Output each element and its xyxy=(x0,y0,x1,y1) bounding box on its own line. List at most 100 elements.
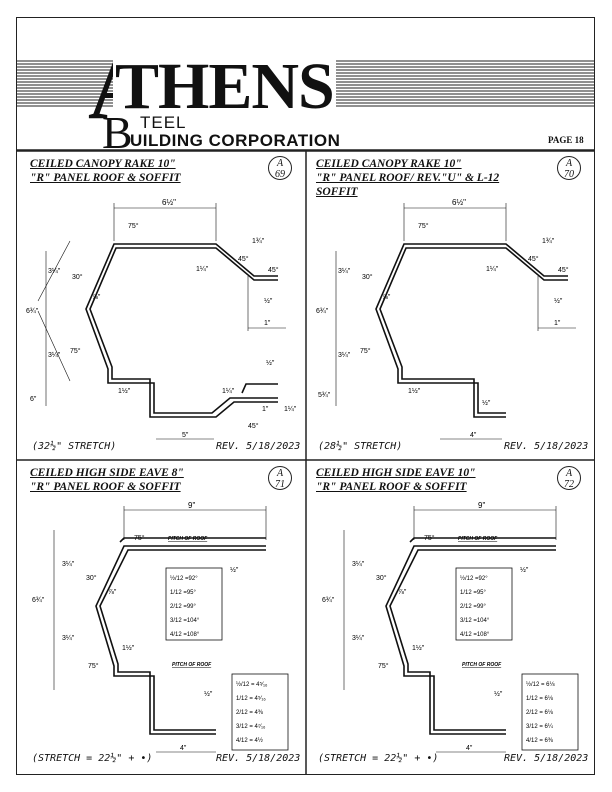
dim-label: 75° xyxy=(424,534,435,542)
dim-label: 4" xyxy=(180,745,187,752)
dim-label: 9" xyxy=(188,501,195,510)
logo-initial-b: B xyxy=(102,107,133,158)
dim-label: 75° xyxy=(128,222,139,230)
header: A THENS B TEEL UILDING CORPORATION xyxy=(16,17,595,156)
table-cell: 3/12 =104° xyxy=(170,618,200,624)
dim-label: 6¾" xyxy=(32,597,45,604)
pitch-label: PITCH OF ROOF xyxy=(168,536,208,542)
dim-label: 30° xyxy=(376,574,387,582)
dim-label: 4" xyxy=(470,432,477,439)
pitch-angle-table xyxy=(165,567,223,641)
pitch-label: PITCH OF ROOF xyxy=(172,662,212,668)
pitch-label: PITCH OF ROOF xyxy=(462,662,502,668)
dim-label: 3¼" xyxy=(352,561,365,568)
dim-label: 30° xyxy=(86,574,97,582)
profile-drawing: 6½" 75° 1¾" 1¼" 45° 45° 3¼" 30° ⅞" 6¾" ½… xyxy=(26,198,297,440)
dim-label: 3¼" xyxy=(352,635,365,642)
dim-label: 45° xyxy=(268,266,279,274)
panel-title-line1: CEILED CANOPY RAKE 10" xyxy=(30,158,176,170)
table-cell: 2/12 = 6⅛ xyxy=(526,710,554,716)
dim-label: 1¼" xyxy=(222,388,235,395)
table-cell: 1/12 = 6⅛ xyxy=(526,696,554,702)
dim-label: 5" xyxy=(182,432,189,439)
dim-label: 45° xyxy=(558,266,569,274)
dim-label: ½" xyxy=(266,359,275,367)
dim-label: 1½" xyxy=(408,387,421,395)
dim-label: 4" xyxy=(466,745,473,752)
logo-wordmark: THENS xyxy=(113,50,336,123)
dim-label: 6½" xyxy=(452,198,466,207)
dim-label: 1¼" xyxy=(284,406,297,413)
dim-label: 1¾" xyxy=(542,238,555,245)
dim-label: 75° xyxy=(378,662,389,670)
revision-date: REV. 5/18/2023 xyxy=(216,441,301,452)
dim-label: 1½" xyxy=(118,387,131,395)
panel-title-line2: "R" PANEL ROOF/ REV."U" & L-12 xyxy=(316,172,500,184)
panel-a70: CEILED CANOPY RAKE 10" "R" PANEL ROOF/ R… xyxy=(306,151,595,460)
panel-a69: CEILED CANOPY RAKE 10" "R" PANEL ROOF & … xyxy=(16,151,306,460)
dim-label: 1¼" xyxy=(486,266,499,273)
pitch-length-table xyxy=(231,673,289,751)
table-cell: 4/12 = 4½ xyxy=(236,737,263,744)
dim-label: 6¾" xyxy=(26,308,39,315)
dim-label: ⅞" xyxy=(108,589,117,596)
dim-label: 3¼" xyxy=(48,268,61,275)
panel-title-line3: SOFFIT xyxy=(316,186,358,198)
dim-label: 1" xyxy=(554,320,561,327)
profile-drawing: 9" 75° 3¼" ½" 30° ⅞" 6¾" 1½" 3¼" 75° ½" … xyxy=(32,501,289,753)
dim-label: 6¾" xyxy=(322,597,335,604)
logo-building-corporation: UILDING CORPORATION xyxy=(130,131,341,150)
panel-title-line2: "R" PANEL ROOF & SOFFIT xyxy=(30,172,181,184)
dim-label: ½" xyxy=(520,566,529,574)
dim-label: ⅞" xyxy=(92,294,101,301)
dim-label: ½" xyxy=(204,690,213,698)
table-cell: 1/12 = 4⁵⁄₁₆ xyxy=(236,695,266,702)
dim-label: 3¼" xyxy=(338,268,351,275)
panel-a72: CEILED HIGH SIDE EAVE 10" "R" PANEL ROOF… xyxy=(306,460,595,775)
dim-label: 75° xyxy=(360,347,371,355)
revision-date: REV. 5/18/2023 xyxy=(504,441,589,452)
dim-label: 5¾" xyxy=(318,392,331,399)
stretch-note: (STRETCH = 22½" + •) xyxy=(32,753,153,764)
logo-steel: TEEL xyxy=(140,113,187,132)
pitch-length-table xyxy=(521,673,579,751)
table-cell: 1/12 =95° xyxy=(170,590,197,596)
dim-label: 9" xyxy=(478,501,485,510)
dim-label: ½" xyxy=(554,297,563,305)
dim-label: 6½" xyxy=(162,198,176,207)
dim-label: 1½" xyxy=(122,644,135,652)
dim-label: 6¾" xyxy=(316,308,329,315)
profile-drawing: 9" 75° 3¼" ½" 30° ⅞" 6¾" 1½" 3¼" 75° ½" … xyxy=(322,501,579,753)
table-cell: ½/12 = 4⁵⁄₁₆ xyxy=(236,681,268,688)
dim-label: 45° xyxy=(238,255,249,263)
table-cell: 3/12 =104° xyxy=(460,618,490,624)
table-cell: 2/12 =99° xyxy=(170,604,197,610)
revision-date: REV. 5/18/2023 xyxy=(216,753,301,764)
table-cell: 4/12 =108° xyxy=(460,632,490,638)
dim-label: ⅞" xyxy=(398,589,407,596)
table-cell: 4/12 = 6⅜ xyxy=(526,738,554,744)
pitch-angle-table xyxy=(455,567,513,641)
page-number: PAGE 18 xyxy=(548,135,584,145)
dim-label: ½" xyxy=(482,399,491,407)
table-cell: ½/12 =92° xyxy=(170,575,198,582)
table-cell: 2/12 =99° xyxy=(460,604,487,610)
panel-title-line1: CEILED HIGH SIDE EAVE 8" xyxy=(30,467,184,479)
table-cell: 1/12 =95° xyxy=(460,590,487,596)
dim-label: 75° xyxy=(418,222,429,230)
pitch-label: PITCH OF ROOF xyxy=(458,536,498,542)
dim-label: ½" xyxy=(494,690,503,698)
stretch-note: (STRETCH = 22½" + •) xyxy=(318,753,439,764)
panel-title-line2: "R" PANEL ROOF & SOFFIT xyxy=(316,481,467,493)
dim-label: 30° xyxy=(362,273,373,281)
panel-a71: CEILED HIGH SIDE EAVE 8" "R" PANEL ROOF … xyxy=(16,460,306,775)
panel-title-line1: CEILED HIGH SIDE EAVE 10" xyxy=(316,467,476,479)
stretch-note: (28½" STRETCH) xyxy=(318,441,403,452)
table-cell: ½/12 =92° xyxy=(460,575,488,582)
dim-label: 45° xyxy=(528,255,539,263)
dim-label: 30° xyxy=(72,273,83,281)
dim-label: 6" xyxy=(30,396,37,403)
